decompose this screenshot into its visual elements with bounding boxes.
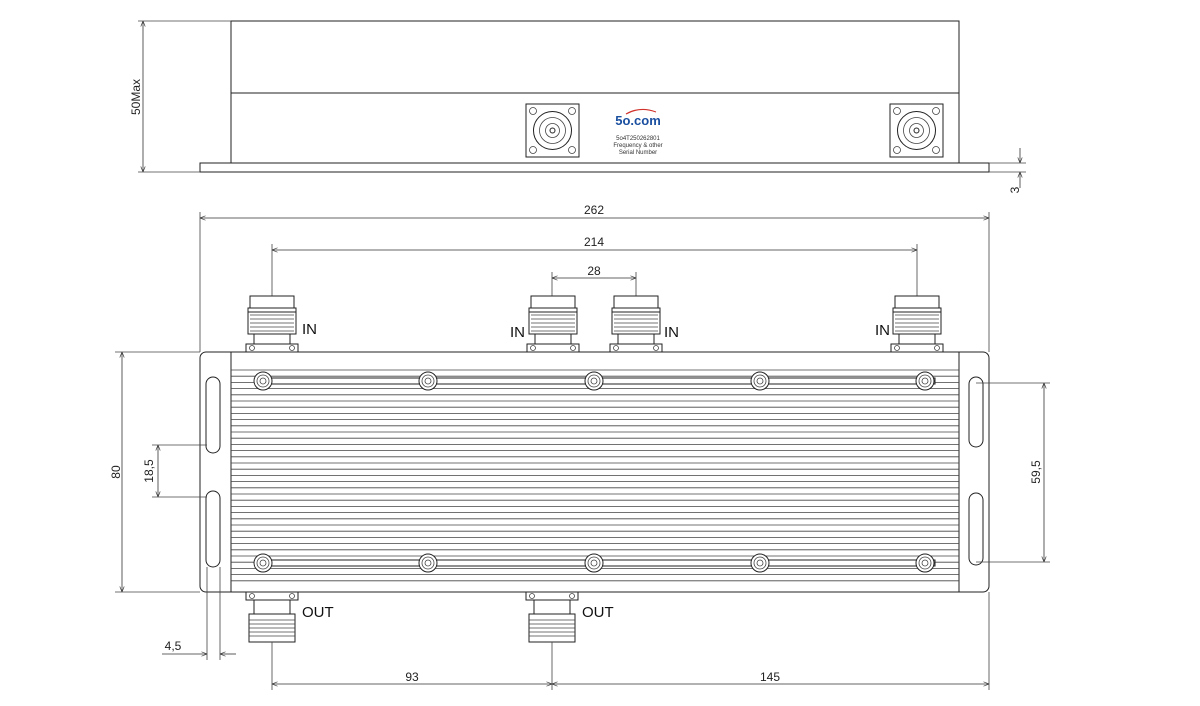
dim-out-spacing-label: 93: [405, 670, 419, 684]
cooling-fins: [231, 369, 959, 582]
port-label-in-4: IN: [875, 322, 890, 339]
dim-height: 50Max: [129, 20, 231, 173]
port-label-in-1: IN: [302, 321, 317, 338]
screw-icon: [424, 559, 432, 567]
logo-swoosh-icon: [625, 108, 657, 115]
screw-icon: [756, 559, 764, 567]
connector-out-1: [245, 591, 299, 690]
dim-in-outer-label: 214: [584, 235, 604, 249]
screw-icon: [421, 556, 435, 570]
frequency-note: Frequency & other: [613, 143, 662, 149]
screw-rails: [253, 371, 936, 573]
screw-icon: [918, 374, 932, 388]
screw-icon: [259, 559, 267, 567]
mounting-slots: [205, 376, 984, 568]
brand-logo: 5o.com: [615, 113, 661, 128]
connector-in-4: [890, 295, 944, 353]
screw-icon: [921, 559, 929, 567]
screw-icon: [259, 377, 267, 385]
dim-out-spacing: 93 145: [272, 592, 990, 690]
dim-edge-offset-label: 4,5: [165, 639, 182, 653]
top-view: 262 214 28: [109, 203, 1050, 690]
screw-icon: [256, 556, 270, 570]
dim-out-to-end-label: 145: [760, 670, 780, 684]
dim-in-outer: 214: [271, 235, 918, 296]
side-connector-left: [525, 103, 580, 158]
port-label-out-2: OUT: [582, 604, 614, 621]
dim-height-label: 50Max: [129, 79, 143, 115]
screw-icon: [587, 374, 601, 388]
dim-body-width-label: 80: [109, 465, 123, 479]
dim-in-inner-label: 28: [587, 264, 601, 278]
port-label-in-3: IN: [664, 324, 679, 341]
screw-icon: [753, 556, 767, 570]
dim-slot-span: 59,5: [976, 382, 1050, 563]
connector-in-1: [245, 295, 299, 353]
serial-note: Serial Number: [619, 150, 657, 156]
dim-edge-offset: 4,5: [162, 567, 236, 660]
screw-icon: [590, 377, 598, 385]
screw-icon: [756, 377, 764, 385]
dim-flange: 3: [989, 148, 1026, 193]
port-label-out-1: OUT: [302, 604, 334, 621]
slot-left-top: [205, 376, 221, 454]
serial-code: 5o4T250262801: [616, 136, 660, 142]
port-label-in-2: IN: [510, 324, 525, 341]
dim-in-inner: 28: [551, 264, 637, 296]
side-connector-right: [889, 103, 944, 158]
side-view: 5o.com 5o4T250262801 Frequency & other S…: [129, 20, 1026, 193]
screw-icon: [590, 559, 598, 567]
slot-left-bottom: [205, 490, 221, 568]
dim-overall-length-label: 262: [584, 203, 604, 217]
dim-slot-gap-label: 18,5: [142, 459, 156, 483]
connector-out-2: [525, 591, 579, 690]
slot-right-bottom: [968, 492, 984, 566]
connector-in-3: [609, 295, 663, 353]
connector-in-2: [526, 295, 580, 353]
slot-right-top: [968, 376, 984, 448]
screw-icon: [921, 377, 929, 385]
filter-body: [199, 351, 990, 593]
screw-icon: [256, 374, 270, 388]
screw-icon: [587, 556, 601, 570]
dim-slot-gap: 18,5: [142, 444, 207, 498]
product-label: 5o.com 5o4T250262801 Frequency & other S…: [613, 108, 663, 156]
dim-body-width: 80: [109, 351, 200, 593]
side-flange: [199, 162, 990, 173]
screw-icon: [918, 556, 932, 570]
screw-icon: [421, 374, 435, 388]
dim-slot-span-label: 59,5: [1029, 460, 1043, 484]
dim-flange-label: 3: [1008, 186, 1022, 193]
screw-icon: [753, 374, 767, 388]
screw-icon: [424, 377, 432, 385]
dim-overall-length: 262: [199, 203, 990, 352]
side-housing: [230, 20, 960, 164]
